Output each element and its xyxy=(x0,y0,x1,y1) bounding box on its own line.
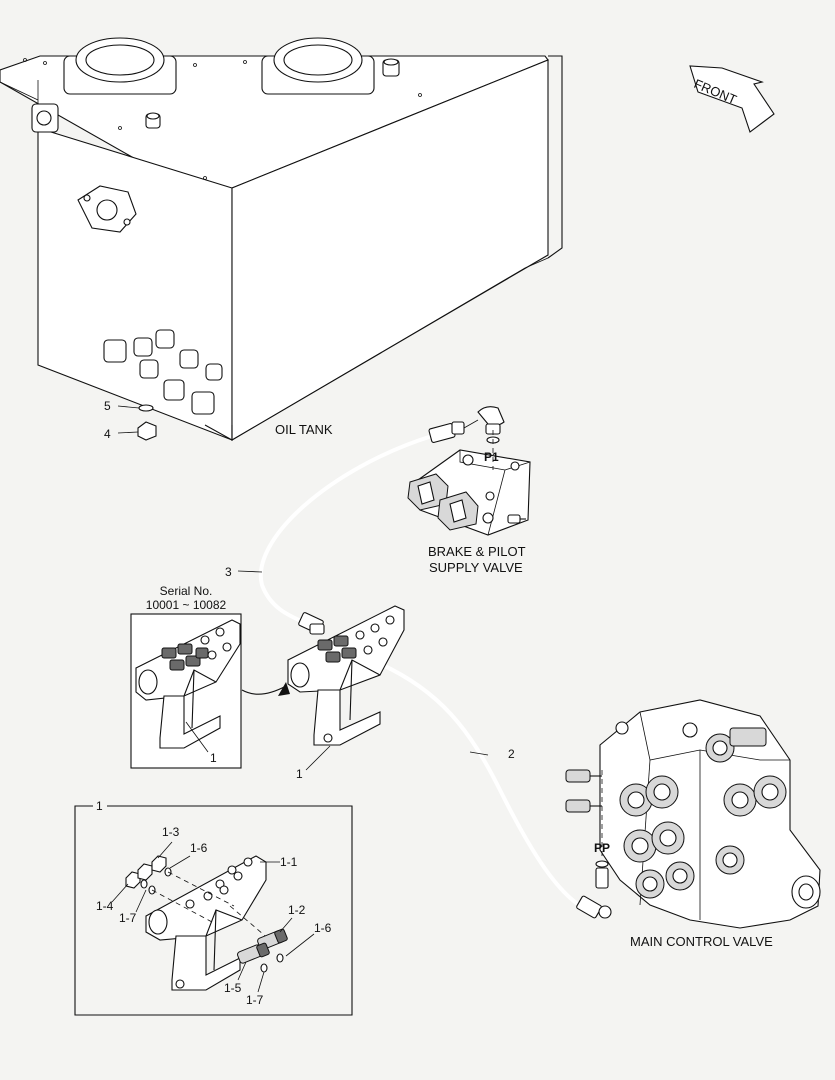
callout-1-main: 1 xyxy=(296,767,303,781)
port-pp-label: PP xyxy=(594,841,610,855)
main-control-valve: PP xyxy=(565,699,821,929)
callout-1-1: 1-1 xyxy=(280,855,298,869)
callout-1-4: 1-4 xyxy=(96,899,114,913)
o-ring-part-5 xyxy=(138,404,154,412)
callout-2: 2 xyxy=(508,747,515,761)
brake-pilot-supply-valve: P1 xyxy=(407,406,531,536)
callout-1-inset: 1 xyxy=(210,751,217,765)
callout-1-3: 1-3 xyxy=(162,825,180,839)
oil-tank-label: OIL TANK xyxy=(275,422,333,437)
port-p1-label: P1 xyxy=(484,450,499,464)
callout-5: 5 xyxy=(104,399,111,413)
oil-tank xyxy=(0,37,563,441)
detail-box-frame xyxy=(74,805,353,1016)
front-arrow: FRONT xyxy=(689,65,775,133)
callout-1-7b: 1-7 xyxy=(246,993,264,1007)
callout-1-detail: 1 xyxy=(96,799,103,813)
hose-2 xyxy=(360,651,612,919)
connector-part-1-5 xyxy=(237,942,270,964)
serial-range: 10001 ~ 10082 xyxy=(146,598,227,612)
drain-plug-part-4 xyxy=(137,421,157,441)
brake-valve-label-line1: BRAKE & PILOT xyxy=(428,544,526,559)
callout-1-5: 1-5 xyxy=(224,981,242,995)
callout-1-7a: 1-7 xyxy=(119,911,137,925)
main-control-valve-label: MAIN CONTROL VALVE xyxy=(630,934,773,949)
callout-3: 3 xyxy=(225,565,232,579)
callout-1-6b: 1-6 xyxy=(314,921,332,935)
tank-bottom-fittings xyxy=(103,329,223,415)
serial-title: Serial No. xyxy=(160,584,213,598)
inset-pointer-arrow xyxy=(241,685,287,695)
callout-1-6a: 1-6 xyxy=(190,841,208,855)
hose-3 xyxy=(258,419,479,634)
detail-box-part-1: 1 xyxy=(74,798,353,1016)
callout-4: 4 xyxy=(104,427,111,441)
serial-inset: Serial No. 10001 ~ 10082 1 xyxy=(130,584,242,769)
brake-valve-label-line2: SUPPLY VALVE xyxy=(429,560,523,575)
bracket-part-1 xyxy=(287,605,405,746)
callout-1-2: 1-2 xyxy=(288,903,306,917)
